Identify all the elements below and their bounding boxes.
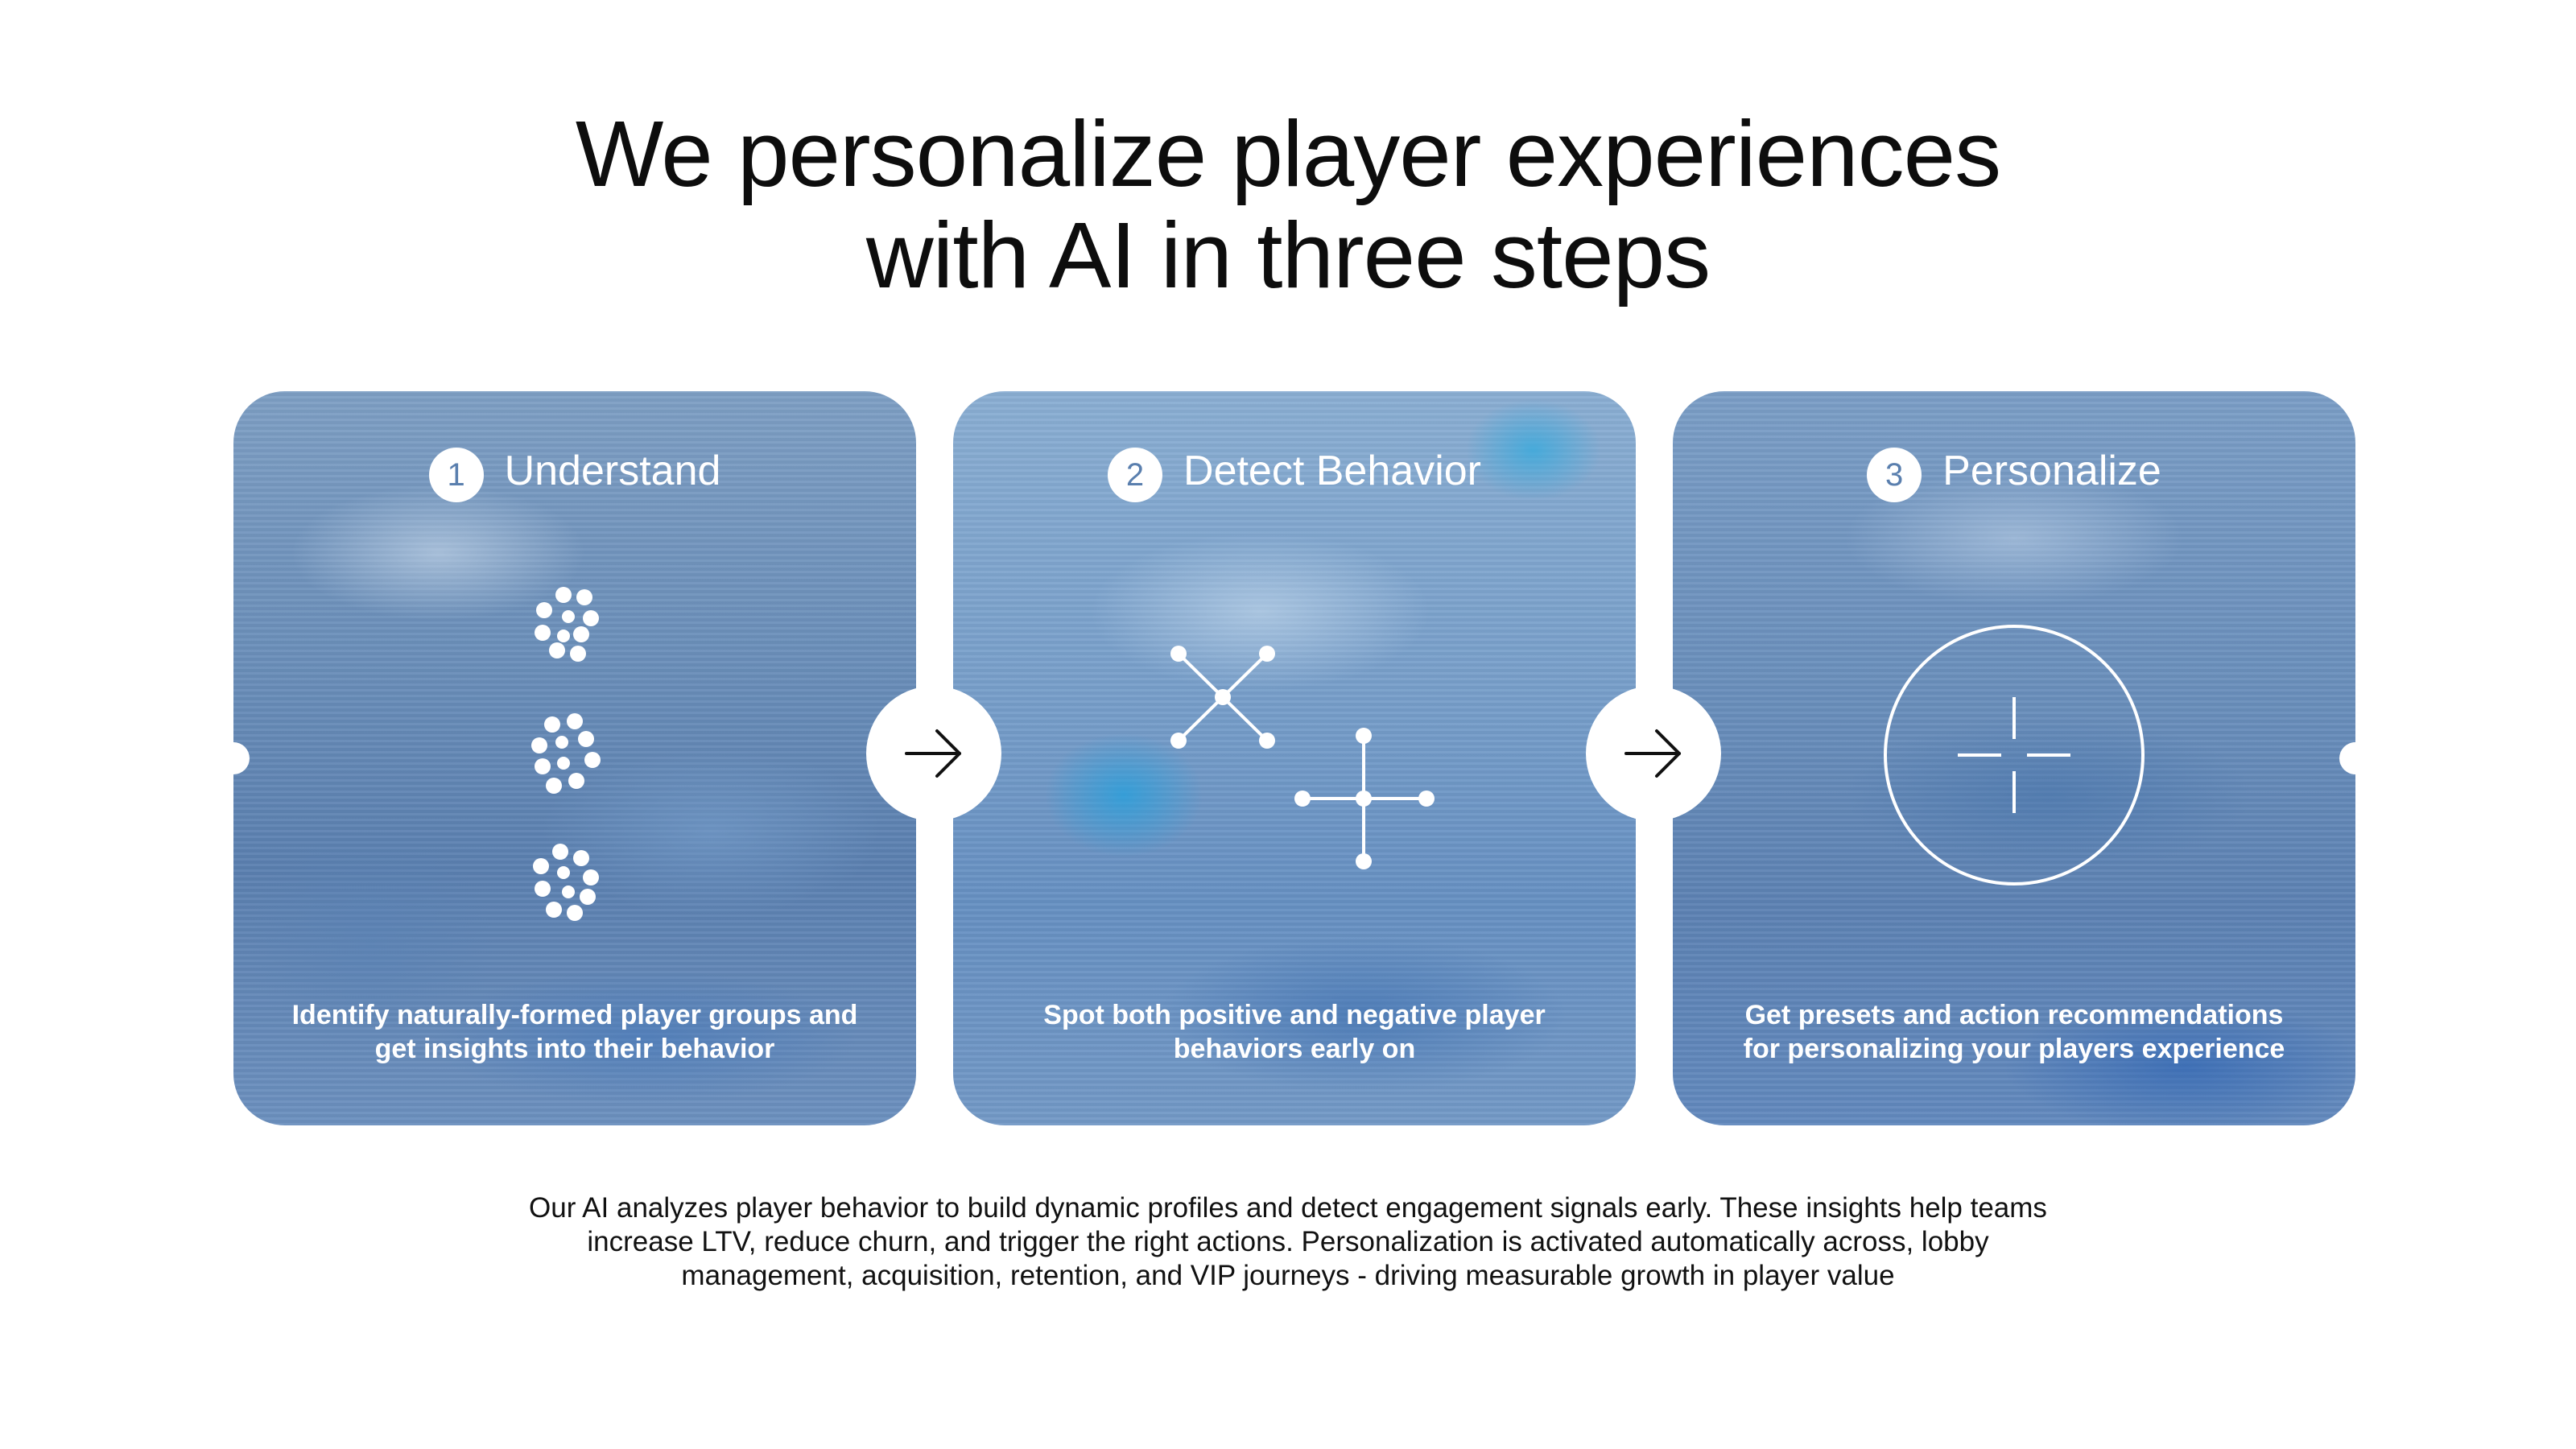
step-number-badge: 1 [428, 448, 484, 502]
page-title: We personalize player experiences with A… [0, 103, 2576, 306]
summary-line-1: Our AI analyzes player behavior to build… [529, 1192, 2047, 1224]
target-crosshair-icon [1884, 625, 2145, 886]
page-title-line-2: with AI in three steps [865, 203, 1711, 308]
step-connector-2 [1586, 686, 1721, 821]
step-number-badge: 2 [1108, 448, 1163, 502]
step-card-header: 3 Personalize [1673, 440, 2355, 502]
step-description: Spot both positive and negative player b… [953, 998, 1636, 1066]
step-description-line-2: behaviors early on [1173, 1034, 1416, 1064]
summary-line-3: management, acquisition, retention, and … [681, 1260, 1895, 1291]
summary-paragraph: Our AI analyzes player behavior to build… [0, 1191, 2576, 1293]
step-card-header: 1 Understand [233, 440, 916, 502]
step-description: Identify naturally-formed player groups … [233, 998, 916, 1066]
dot-clusters-icon [531, 587, 601, 921]
summary-line-2: increase LTV, reduce churn, and trigger … [587, 1226, 1989, 1257]
step-description-line-1: Spot both positive and negative player [1043, 1000, 1546, 1030]
step-description-line-1: Identify naturally-formed player groups … [291, 1000, 858, 1030]
card-notch-right [2339, 742, 2372, 774]
step-title: Detect Behavior [1183, 448, 1481, 494]
step-card-detect-behavior: 2 Detect Behavior Spot both positive and… [953, 391, 1636, 1125]
step-connector-1 [866, 686, 1001, 821]
step-number-badge: 3 [1867, 448, 1922, 502]
step-card-understand: 1 Understand Identify naturally-formed p… [233, 391, 916, 1125]
page-title-line-1: We personalize player experiences [575, 101, 2001, 206]
step-card-header: 2 Detect Behavior [953, 440, 1636, 502]
step-description: Get presets and action recommendations f… [1673, 998, 2355, 1066]
arrow-right-icon [1624, 729, 1681, 778]
step-title: Personalize [1942, 448, 2161, 494]
step-description-line-2: get insights into their behavior [374, 1034, 775, 1064]
step-title: Understand [504, 448, 721, 494]
step-description-line-1: Get presets and action recommendations [1744, 1000, 2284, 1030]
card-notch-left [217, 742, 250, 774]
step-description-line-2: for personalizing your players experienc… [1743, 1034, 2285, 1064]
arrow-right-icon [905, 729, 961, 778]
node-network-icon [1170, 646, 1435, 869]
step-card-personalize: 3 Personalize Get presets and action rec… [1673, 391, 2355, 1125]
